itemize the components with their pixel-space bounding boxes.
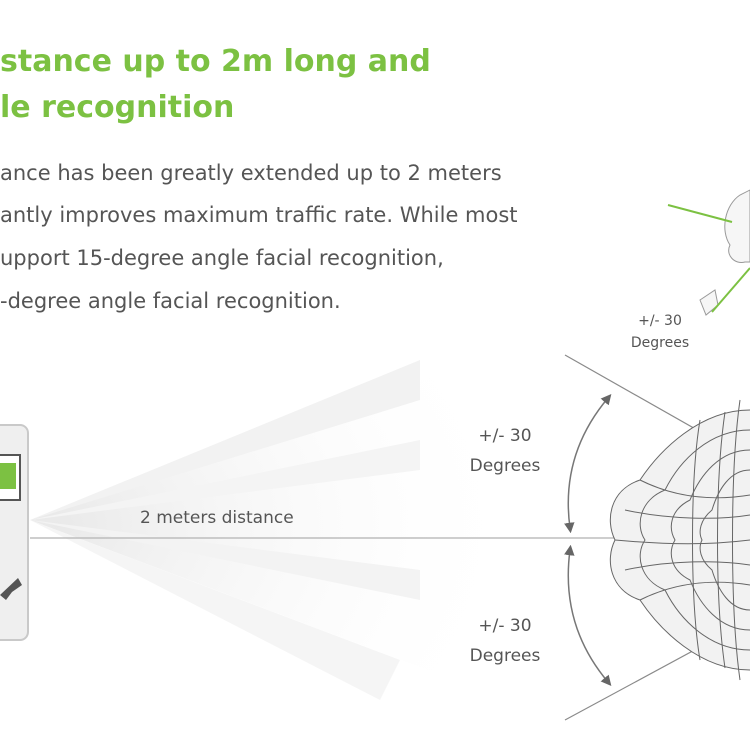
lower-angle-arc bbox=[564, 544, 612, 687]
wireframe-head bbox=[609, 399, 750, 681]
body-line-2: antly improves maximum traffic rate. Whi… bbox=[0, 203, 518, 227]
side-angle-value: +/- 30 bbox=[638, 313, 682, 329]
headline-line-1: stance up to 2m long and bbox=[0, 44, 431, 79]
recognition-device bbox=[0, 424, 29, 641]
lower-angle-unit: Degrees bbox=[469, 646, 541, 666]
side-angle-unit: Degrees bbox=[630, 335, 690, 351]
lower-angle-label: +/- 30 Degrees bbox=[452, 611, 558, 671]
distance-label: 2 meters distance bbox=[140, 503, 294, 533]
body-line-3: upport 15-degree angle facial recognitio… bbox=[0, 246, 444, 270]
side-angle-ray-green-lower bbox=[711, 267, 750, 313]
body-line-4: -degree angle facial recognition. bbox=[0, 289, 341, 313]
body-line-1: ance has been greatly extended up to 2 m… bbox=[0, 161, 502, 185]
upper-angle-value: +/- 30 bbox=[478, 426, 532, 446]
upper-angle-label: +/- 30 Degrees bbox=[452, 421, 558, 481]
upper-angle-unit: Degrees bbox=[469, 456, 541, 476]
light-beams bbox=[30, 330, 560, 720]
headline-line-2: le recognition bbox=[0, 90, 235, 125]
lower-angle-value: +/- 30 bbox=[478, 616, 532, 636]
side-angle-ray-green-upper bbox=[667, 204, 733, 223]
side-angle-label: +/- 30 Degrees bbox=[612, 310, 708, 354]
hand-icon bbox=[0, 578, 22, 600]
distance-text: 2 meters distance bbox=[140, 508, 294, 528]
upper-angle-arc bbox=[564, 393, 612, 534]
